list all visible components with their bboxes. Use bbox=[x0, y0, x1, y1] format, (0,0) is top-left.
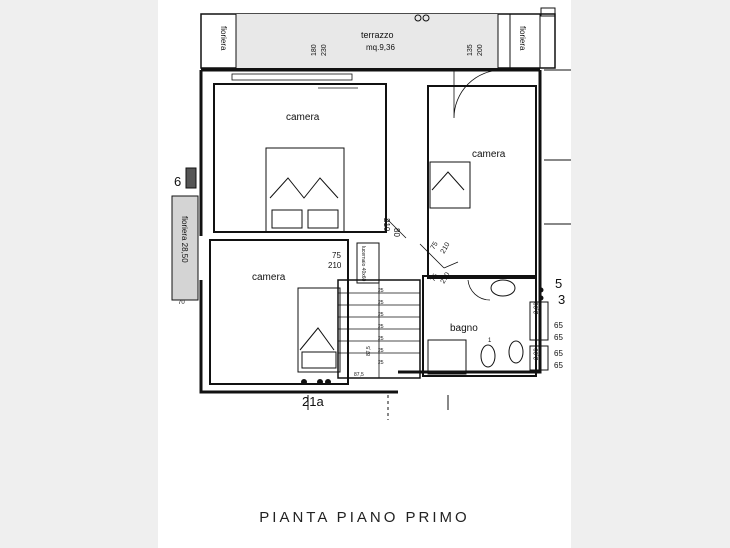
door-1-width: 75 bbox=[332, 251, 341, 260]
room-label-camera-3: camera bbox=[252, 272, 286, 283]
window-label-d: 65 bbox=[554, 361, 563, 370]
terrace-door bbox=[453, 69, 503, 119]
stair-label-mid: 87,5 bbox=[366, 346, 372, 356]
planter-right-label: fioriera bbox=[518, 26, 527, 51]
room-label-camera-2: camera bbox=[472, 149, 506, 160]
bed-2 bbox=[429, 161, 471, 209]
stair-step-6: 25 bbox=[378, 348, 384, 354]
planter-right bbox=[509, 13, 541, 69]
door-1-height: 210 bbox=[328, 261, 342, 270]
window-label-c: 65 bbox=[554, 349, 563, 358]
room-label-bagno: bagno bbox=[450, 323, 478, 334]
planter-side-label: fioriera 28,50 bbox=[180, 216, 189, 263]
door-4-width: 80 bbox=[392, 228, 401, 237]
door-3-width: 75 bbox=[430, 273, 440, 283]
stair-step-1: 25 bbox=[378, 288, 384, 294]
room-label-camera-1: camera bbox=[286, 112, 320, 123]
sink bbox=[490, 279, 516, 297]
fixture-dots bbox=[301, 287, 544, 385]
ref-21a: 21a bbox=[302, 394, 324, 409]
ref-70: 70 bbox=[178, 300, 185, 306]
ref-1: 1 bbox=[488, 338, 492, 344]
bidet bbox=[508, 340, 524, 364]
door-3-height: 210 bbox=[440, 271, 452, 285]
floor-plan: terrazzo mq.9,36 180 230 135 200 fiorier… bbox=[171, 7, 571, 420]
window-label-e: 2,00 bbox=[534, 302, 540, 314]
planter-left-label: fioriera bbox=[219, 26, 228, 51]
stair-step-5: 25 bbox=[378, 336, 384, 342]
room-camera-2 bbox=[427, 85, 537, 279]
stair-label-bottom: 87,5 bbox=[354, 372, 364, 378]
skylight-shaft bbox=[356, 242, 380, 284]
window-label-b: 65 bbox=[554, 333, 563, 342]
terrace-dim-left-a: 180 bbox=[311, 44, 318, 56]
room-camera-3 bbox=[209, 239, 349, 385]
window-label-a: 65 bbox=[554, 321, 563, 330]
toilet bbox=[480, 344, 496, 368]
stair-step-3: 25 bbox=[378, 312, 384, 318]
planter-side bbox=[171, 195, 199, 301]
terrace-tiles bbox=[236, 14, 498, 68]
bed-3 bbox=[297, 287, 341, 373]
terrace-dim-right-a: 135 bbox=[467, 44, 474, 56]
ref-5: 5 bbox=[555, 276, 562, 291]
terrace-dim-right-b: 200 bbox=[477, 44, 484, 56]
door-2-height: 210 bbox=[440, 241, 452, 255]
stair-treads bbox=[338, 280, 420, 378]
door-2-width: 75 bbox=[430, 241, 440, 251]
ref-3: 3 bbox=[558, 292, 565, 307]
planter-left bbox=[200, 13, 237, 69]
stair-step-4: 25 bbox=[378, 324, 384, 330]
terrace-label: terrazzo bbox=[361, 30, 394, 40]
plan-caption: PIANTA PIANO PRIMO bbox=[259, 509, 470, 526]
window-label-f: 2,00 bbox=[534, 348, 540, 360]
shaft-label: lucernaio 40x60 bbox=[360, 246, 366, 282]
ref-6: 6 bbox=[174, 174, 181, 189]
stair-step-7: 25 bbox=[378, 360, 384, 366]
room-bagno bbox=[422, 275, 537, 377]
drawing-sheet: terrazzo mq.9,36 180 230 135 200 fiorier… bbox=[158, 0, 571, 548]
terrace-dim-left-b: 230 bbox=[321, 44, 328, 56]
door-4-height: 210 bbox=[382, 218, 391, 232]
bed-1 bbox=[265, 147, 345, 233]
terrace-area: mq.9,36 bbox=[366, 43, 395, 52]
shower-tray bbox=[427, 339, 467, 375]
stair-step-2: 25 bbox=[378, 300, 384, 306]
